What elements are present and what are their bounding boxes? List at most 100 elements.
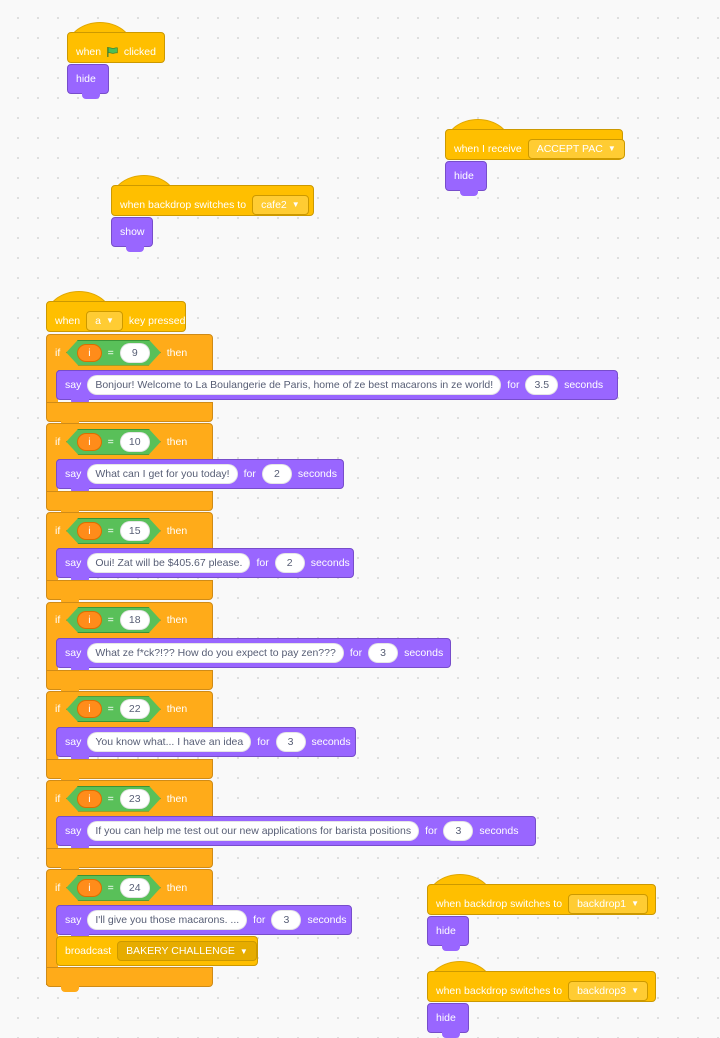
variable-reporter[interactable]: i bbox=[77, 879, 101, 897]
equals-operator[interactable]: i = 10 bbox=[66, 429, 160, 455]
say-text-input[interactable]: What can I get for you today! bbox=[87, 464, 238, 485]
broadcast-label: broadcast bbox=[65, 945, 112, 958]
say-label: say bbox=[65, 379, 82, 391]
when-backdrop-switches-block[interactable]: when backdrop switches to backdrop3 ▼ bbox=[427, 961, 656, 1002]
seconds-label: seconds bbox=[297, 468, 337, 481]
hide-block[interactable]: hide bbox=[427, 916, 469, 951]
backdrop-dropdown[interactable]: cafe2 ▼ bbox=[252, 194, 309, 215]
hide-block[interactable]: hide bbox=[67, 64, 109, 99]
clicked-label: clicked bbox=[123, 45, 156, 58]
say-label: say bbox=[65, 914, 82, 927]
show-label: show bbox=[120, 226, 145, 238]
when-backdrop-switches-block[interactable]: when backdrop switches to cafe2 ▼ bbox=[111, 175, 314, 216]
equals-operator[interactable]: i = 22 bbox=[66, 696, 160, 722]
if-label: if bbox=[55, 346, 61, 359]
if-label: if bbox=[55, 524, 61, 537]
seconds-input[interactable]: 2 bbox=[274, 553, 305, 574]
backdrop-value: cafe2 bbox=[261, 198, 287, 211]
variable-reporter[interactable]: i bbox=[77, 522, 101, 540]
seconds-input[interactable]: 3 bbox=[368, 642, 399, 663]
equals-operator[interactable]: i=23 bbox=[66, 786, 160, 812]
say-for-secs-block[interactable]: say Bonjour! Welcome to La Boulangerie de… bbox=[56, 370, 618, 405]
say-text-input[interactable]: You know what... I have an idea bbox=[87, 731, 252, 752]
when-i-receive-block[interactable]: when I receive ACCEPT PAC ▼ bbox=[445, 119, 625, 160]
when-key-pressed-block[interactable]: when a ▼ key pressed bbox=[46, 291, 186, 332]
then-label: then bbox=[166, 435, 188, 448]
variable-reporter[interactable]: i bbox=[77, 700, 101, 718]
seconds-input[interactable]: 3 bbox=[443, 821, 474, 841]
chevron-down-icon: ▼ bbox=[291, 200, 300, 209]
seconds-label: seconds bbox=[564, 379, 604, 391]
seconds-input[interactable]: 3 bbox=[275, 731, 306, 752]
backdrop-dropdown[interactable]: backdrop3 ▼ bbox=[568, 980, 649, 1001]
if-footer bbox=[46, 669, 213, 695]
variable-reporter[interactable]: i bbox=[77, 344, 101, 362]
then-label: then bbox=[166, 792, 188, 805]
if-arm bbox=[46, 905, 58, 986]
key-dropdown[interactable]: a ▼ bbox=[86, 310, 123, 331]
variable-reporter[interactable]: i bbox=[77, 433, 101, 451]
variable-reporter[interactable]: i bbox=[77, 611, 101, 629]
backdrop-dropdown[interactable]: backdrop1 ▼ bbox=[568, 893, 649, 914]
equals-operator[interactable]: i=18 bbox=[66, 607, 160, 633]
for-label: for bbox=[507, 379, 520, 391]
value-input[interactable]: 9 bbox=[120, 343, 150, 363]
value-input[interactable]: 24 bbox=[120, 878, 150, 898]
key-pressed-label: key pressed bbox=[128, 314, 186, 327]
value-input[interactable]: 23 bbox=[120, 789, 150, 809]
when-backdrop-label: when backdrop switches to bbox=[120, 198, 247, 211]
seconds-input[interactable]: 2 bbox=[261, 464, 292, 485]
if-header[interactable]: if i=9 then bbox=[46, 334, 213, 371]
seconds-input[interactable]: 3 bbox=[271, 910, 302, 931]
say-text-input[interactable]: Oui! Zat will be $405.67 please. bbox=[87, 553, 251, 574]
hide-label: hide bbox=[436, 925, 456, 937]
say-label: say bbox=[65, 735, 82, 748]
broadcast-block[interactable]: broadcast BAKERY CHALLENGE▼ bbox=[56, 936, 258, 967]
equals-operator[interactable]: i=9 bbox=[66, 340, 160, 366]
value-input[interactable]: 15 bbox=[120, 521, 150, 541]
then-label: then bbox=[166, 346, 188, 359]
value-input[interactable]: 10 bbox=[120, 432, 150, 452]
when-backdrop-label: when backdrop switches to bbox=[436, 897, 563, 910]
variable-reporter[interactable]: i bbox=[77, 790, 101, 808]
equals-operator[interactable]: i=24 bbox=[66, 875, 160, 901]
equals-sign: = bbox=[107, 703, 114, 716]
broadcast-dropdown[interactable]: BAKERY CHALLENGE▼ bbox=[117, 941, 257, 962]
say-text-input[interactable]: What ze f*ck?!?? How do you expect to pa… bbox=[87, 642, 344, 663]
if-label: if bbox=[55, 881, 61, 894]
equals-operator[interactable]: i=15 bbox=[66, 518, 160, 544]
when-flag-clicked-block[interactable]: when clicked bbox=[67, 22, 165, 63]
value-input[interactable]: 18 bbox=[120, 610, 150, 630]
seconds-input[interactable]: 3.5 bbox=[525, 375, 559, 395]
for-label: for bbox=[257, 735, 270, 748]
seconds-label: seconds bbox=[404, 646, 444, 659]
backdrop-value: backdrop1 bbox=[577, 897, 627, 910]
hide-label: hide bbox=[76, 73, 96, 85]
say-text-input[interactable]: I'll give you those macarons. ... bbox=[87, 910, 248, 931]
hide-block[interactable]: hide bbox=[427, 1003, 469, 1038]
say-text-input[interactable]: Bonjour! Welcome to La Boulangerie de Pa… bbox=[87, 375, 502, 395]
seconds-label: seconds bbox=[479, 825, 519, 837]
hide-block[interactable]: hide bbox=[445, 161, 487, 196]
value-input[interactable]: 22 bbox=[120, 699, 150, 719]
chevron-down-icon: ▼ bbox=[607, 144, 616, 153]
show-block[interactable]: show bbox=[111, 217, 153, 252]
message-dropdown[interactable]: ACCEPT PAC ▼ bbox=[527, 138, 625, 159]
when-backdrop-switches-block[interactable]: when backdrop switches to backdrop1 ▼ bbox=[427, 874, 656, 915]
for-label: for bbox=[256, 557, 269, 570]
if-footer bbox=[46, 758, 213, 784]
equals-sign: = bbox=[107, 435, 114, 448]
say-text-input[interactable]: If you can help me test out our new appl… bbox=[87, 821, 420, 841]
